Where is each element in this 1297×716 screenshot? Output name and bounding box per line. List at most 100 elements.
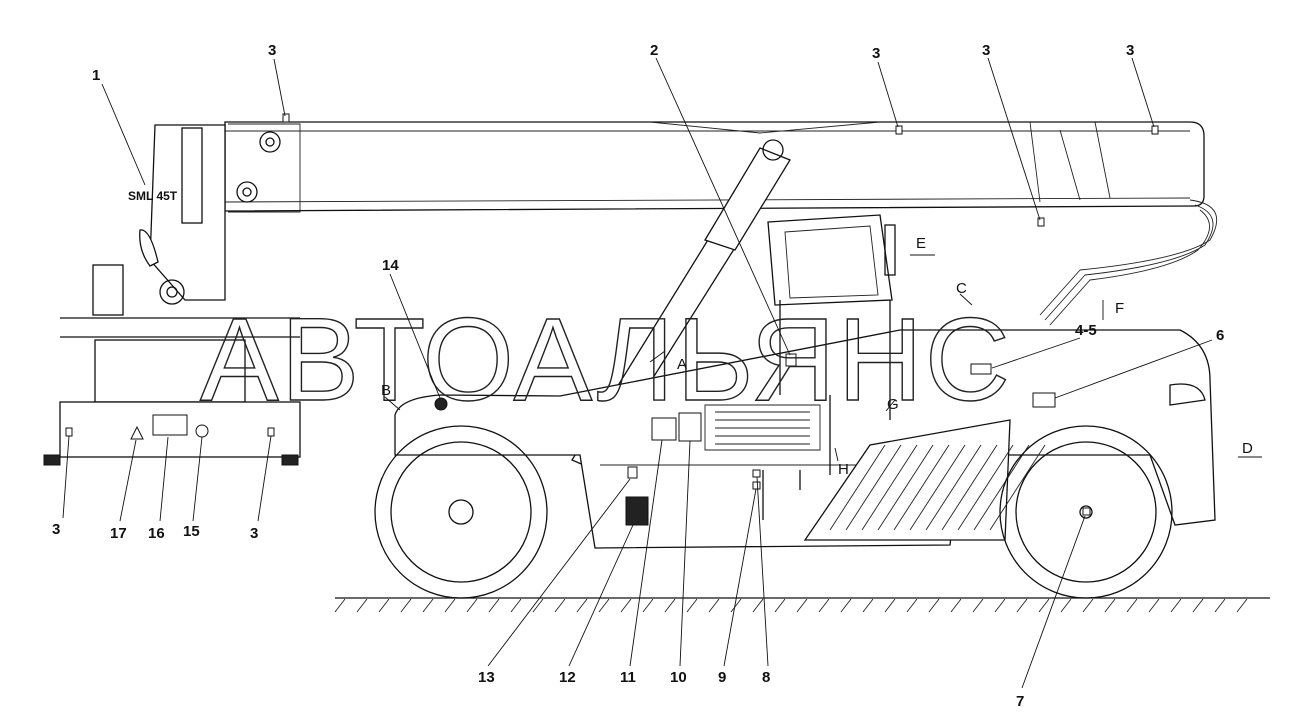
ground-hatch-stroke <box>422 598 434 613</box>
ground-hatch-stroke <box>1126 598 1138 613</box>
ground-hatch-stroke <box>1104 598 1116 613</box>
boom-model-plate: SML 45T <box>128 189 178 203</box>
ground-hatch-stroke <box>466 598 478 613</box>
grille-slat <box>925 444 982 531</box>
grille-slat <box>893 444 950 531</box>
ground-hatch-stroke <box>642 598 654 613</box>
callout-12: 12 <box>559 669 576 686</box>
grille-slat <box>877 444 934 531</box>
zone-f: F <box>1115 300 1124 317</box>
boom <box>224 121 1205 213</box>
engine-grille <box>803 419 1046 541</box>
callout-3-boom-mid: 3 <box>872 45 880 62</box>
spreader-decals <box>65 414 275 440</box>
grille-slat <box>973 444 1030 531</box>
operator-cab <box>767 214 896 306</box>
ground-hatch-stroke <box>1192 598 1204 613</box>
ground-hatch-stroke <box>906 598 918 613</box>
ground-hatch-stroke <box>1236 598 1248 613</box>
round-symbol-icon <box>195 424 209 438</box>
ground-hatch-stroke <box>972 598 984 613</box>
ground-hatch-stroke <box>444 598 456 613</box>
grille-slat <box>861 444 918 531</box>
decal-8 <box>752 469 761 478</box>
boom-head: SML 45T <box>43 124 301 466</box>
lifting-point-decal-right <box>267 427 275 437</box>
callout-4-5: 4-5 <box>1075 322 1097 339</box>
decal-14-icon <box>434 397 448 411</box>
zone-labels: A B C D E F G H <box>381 235 1253 478</box>
ground-hatch-stroke <box>598 598 610 613</box>
ground-hatch-stroke <box>752 598 764 613</box>
ground-hatch-stroke <box>1038 598 1050 613</box>
ground-hatch-stroke <box>818 598 830 613</box>
callouts: 1 3 2 3 3 3 14 4-5 6 3 17 16 15 3 7 13 1… <box>52 42 1224 710</box>
decal-12 <box>625 496 649 526</box>
boom-lifting-point-decal-4 <box>282 113 290 123</box>
warning-triangle-icon <box>130 425 144 440</box>
access-ladder <box>762 300 891 520</box>
grille-slat <box>957 444 1014 531</box>
ground <box>334 597 1270 613</box>
callout-11: 11 <box>620 669 636 686</box>
ground-hatch-stroke <box>532 598 544 613</box>
ground-hatch-stroke <box>488 598 500 613</box>
grille-slat <box>909 444 966 531</box>
hydraulic-hoses <box>1039 199 1218 326</box>
ground-hatch-stroke <box>730 598 742 613</box>
zone-b: B <box>381 382 391 399</box>
spreader-info-plate <box>152 414 188 436</box>
ground-hatch-stroke <box>334 598 346 613</box>
ground-hatch-stroke <box>774 598 786 613</box>
zone-d: D <box>1242 440 1253 457</box>
chassis <box>394 329 1216 549</box>
grille-slat <box>829 444 886 531</box>
ground-hatch-stroke <box>1016 598 1028 613</box>
ground-hatch-stroke <box>400 598 412 613</box>
lifting-point-decal-left <box>65 427 73 437</box>
grille-slat <box>845 444 902 531</box>
callout-10: 10 <box>670 669 687 686</box>
decal-2 <box>785 353 797 367</box>
ground-hatch-stroke <box>708 598 720 613</box>
decal-7 <box>1082 507 1091 516</box>
ground-hatch-stroke <box>884 598 896 613</box>
callout-6: 6 <box>1216 327 1224 344</box>
decal-13 <box>627 466 638 479</box>
ground-hatch-stroke <box>1214 598 1226 613</box>
ground-hatch-stroke <box>862 598 874 613</box>
callout-7: 7 <box>1016 693 1024 710</box>
ground-hatch-stroke <box>928 598 940 613</box>
ground-hatch-stroke <box>840 598 852 613</box>
callout-16: 16 <box>148 525 165 542</box>
callout-9: 9 <box>718 669 726 686</box>
boom-lifting-point-decal-3 <box>1151 125 1159 135</box>
callout-1: 1 <box>92 67 100 84</box>
callout-3-boom-pivot: 3 <box>982 42 990 59</box>
ground-hatch-stroke <box>686 598 698 613</box>
decal-9 <box>752 481 761 490</box>
decal-11 <box>651 417 677 441</box>
ground-hatch-stroke <box>356 598 368 613</box>
machine-decals <box>282 113 1159 526</box>
leader-lines <box>62 57 1262 689</box>
ground-hatch-stroke <box>620 598 632 613</box>
rear-wheel <box>999 425 1173 599</box>
boom-lifting-point-decal-2 <box>1037 217 1045 227</box>
ground-hatch-stroke <box>378 598 390 613</box>
grille-slat <box>941 444 998 531</box>
callout-3-boom-end: 3 <box>1126 42 1134 59</box>
zone-c: C <box>956 280 967 297</box>
decal-4-5 <box>970 363 992 375</box>
ground-hatch-stroke <box>510 598 522 613</box>
zone-h: H <box>838 461 849 478</box>
ground-hatch-stroke <box>1060 598 1072 613</box>
callout-3-spreader-right: 3 <box>250 525 258 542</box>
ground-hatch-stroke <box>576 598 588 613</box>
front-wheel <box>374 425 548 599</box>
zone-g: G <box>887 396 899 413</box>
callout-14: 14 <box>382 257 399 274</box>
grille-slat <box>989 444 1046 531</box>
